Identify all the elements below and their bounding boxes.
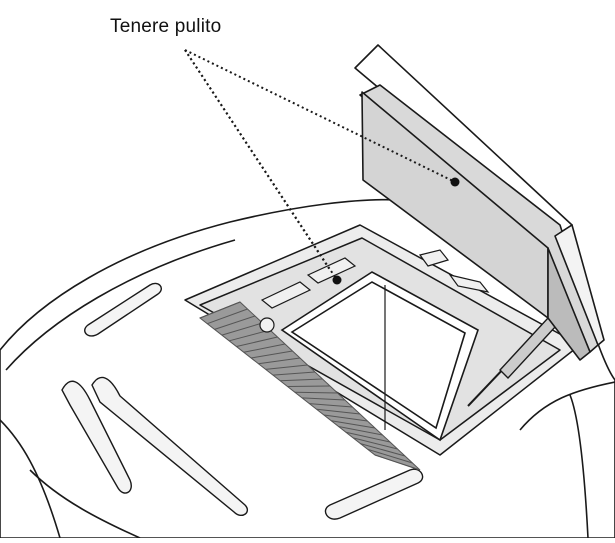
callout-lines	[184, 49, 456, 281]
callout-label: Tenere pulito	[110, 16, 222, 37]
top-slots	[61, 282, 424, 520]
firebox-opening	[280, 271, 479, 442]
grate	[199, 301, 421, 471]
callout-dot-lid	[450, 177, 460, 187]
open-lid	[354, 44, 605, 361]
frame-details	[259, 249, 490, 333]
callout-dot-frame	[332, 275, 342, 285]
